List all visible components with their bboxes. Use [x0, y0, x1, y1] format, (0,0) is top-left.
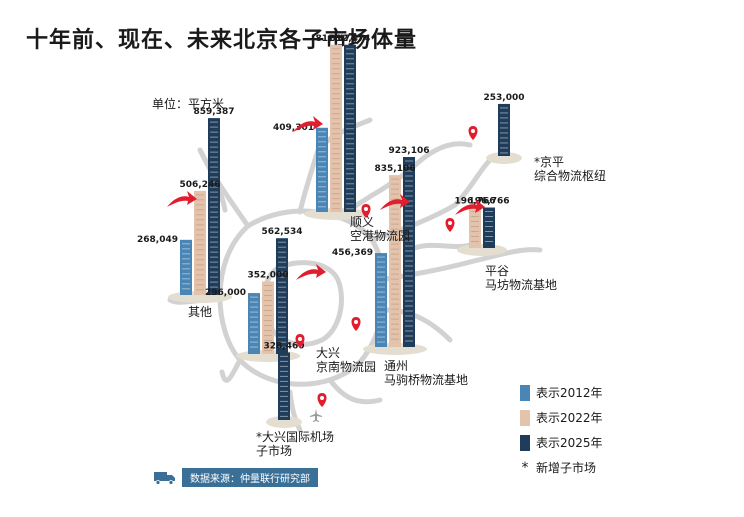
- legend-label-new: 新增子市场: [536, 461, 597, 475]
- cluster-shadow-pinggu: [457, 244, 507, 256]
- value-label-jingping-2025: 253,000: [484, 93, 525, 103]
- market-name-line: 其他: [188, 305, 212, 319]
- market-name-line: 通州: [384, 359, 408, 373]
- value-label-other-2012: 268,049: [137, 235, 178, 245]
- source-note: 数据来源：仲量联行研究部: [154, 468, 318, 487]
- legend-swatch-2025: [520, 434, 530, 451]
- cluster-shadow-jingping: [486, 152, 522, 164]
- market-name-shunyi: 顺义空港物流园: [350, 215, 410, 243]
- value-label-other-2025: 859,387: [194, 107, 235, 117]
- bar-pinggu-2022: [469, 207, 481, 248]
- location-pin-dot: [320, 396, 324, 400]
- value-label-tongzhou-2025: 923,106: [389, 146, 430, 156]
- bar-jingping-2025: [498, 103, 510, 156]
- market-name-jingping: *京平综合物流枢纽: [534, 155, 606, 183]
- bar-pinggu-2025: [483, 207, 495, 248]
- legend-item-2022: 表示2022年: [520, 405, 603, 430]
- location-pin-dot: [354, 320, 358, 324]
- bar-other-2025: [208, 118, 220, 295]
- market-name-line: 综合物流枢纽: [534, 168, 606, 183]
- market-name-line: 大兴: [316, 346, 340, 360]
- market-name-pinggu: 平谷马坊物流基地: [485, 264, 557, 292]
- value-label-pinggu-2022: 196,766: [455, 197, 496, 207]
- market-names: 顺义空港物流园*京平综合物流枢纽其他平谷马坊物流基地通州马驹桥物流基地大兴京南物…: [188, 155, 606, 458]
- legend-item-2025: 表示2025年: [520, 430, 603, 455]
- location-pin-dot: [448, 221, 452, 225]
- bar-daxing-2025: [276, 238, 288, 354]
- growth-arrow-daxing: [296, 264, 326, 280]
- market-name-line: 马驹桥物流基地: [384, 372, 468, 387]
- cluster-shadow-airport: [266, 416, 302, 428]
- market-name-line: 顺义: [350, 215, 374, 229]
- bar-marks: [180, 44, 510, 420]
- truck-icon: [154, 471, 175, 485]
- legend-swatch-2012: [520, 384, 530, 401]
- bar-tongzhou-2012: [375, 253, 387, 347]
- legend-label-2012: 表示2012年: [536, 386, 603, 400]
- legend-new-marker: *: [521, 459, 529, 476]
- road-south-1: [287, 389, 303, 433]
- growth-arrow-shunyi: [293, 116, 323, 132]
- bar-other-2022: [194, 190, 206, 295]
- market-name-line: 空港物流园: [350, 229, 410, 243]
- value-label-shunyi-2012: 409,301: [273, 123, 314, 133]
- legend-item-2012: 表示2012年: [520, 380, 603, 405]
- value-label-shunyi-2022: 812,474: [316, 34, 357, 44]
- market-name-daxing: 大兴京南物流园: [316, 346, 376, 374]
- location-pin-dot: [471, 129, 475, 133]
- road-south-2: [219, 357, 243, 383]
- location-pins: [295, 126, 478, 407]
- value-label-daxing-2025: 562,534: [262, 227, 303, 237]
- growth-arrow-other: [167, 191, 197, 207]
- legend-swatch-2022: [520, 409, 530, 426]
- growth-arrow-pinggu: [455, 199, 485, 215]
- market-name-tongzhou: 通州马驹桥物流基地: [384, 359, 468, 387]
- market-name-line: *京平: [534, 155, 564, 169]
- market-name-line: *大兴国际机场: [256, 430, 334, 444]
- bar-shunyi-2012: [316, 127, 328, 212]
- bar-airport-2025: [278, 352, 290, 420]
- value-label-pinggu-2025: 196,766: [469, 197, 510, 207]
- value-label-daxing-2012: 296,000: [205, 288, 246, 298]
- bar-daxing-2012: [248, 293, 260, 354]
- growth-arrow-tongzhou: [380, 194, 410, 210]
- legend-item-new: * 新增子市场: [520, 455, 603, 480]
- bar-tongzhou-2025: [403, 157, 415, 347]
- legend-label-2025: 表示2025年: [536, 436, 603, 450]
- market-name-other: 其他: [188, 305, 212, 319]
- value-label-tongzhou-2022: 835,106: [375, 164, 416, 174]
- source-text: 数据来源：仲量联行研究部: [182, 468, 318, 487]
- location-pin-dot: [364, 207, 368, 211]
- market-name-line: 平谷: [485, 264, 509, 278]
- location-pin-dot: [298, 337, 302, 341]
- road-southeast: [327, 377, 383, 405]
- unit-label: 单位：平方米: [152, 97, 225, 111]
- legend: 表示2012年 表示2022年 表示2025年 * 新增子市场: [520, 380, 603, 480]
- market-name-line: 子市场: [256, 443, 292, 458]
- value-label-daxing-2022: 352,000: [248, 271, 289, 281]
- value-label-shunyi-2025: 812,474: [330, 34, 371, 44]
- bar-other-2012: [180, 239, 192, 295]
- bar-shunyi-2025: [344, 44, 356, 213]
- value-label-other-2022: 506,246: [180, 180, 221, 190]
- market-name-airport: *大兴国际机场子市场: [256, 430, 334, 458]
- market-name-line: 马坊物流基地: [485, 277, 557, 292]
- legend-label-2022: 表示2022年: [536, 411, 603, 425]
- market-name-line: 京南物流园: [316, 359, 376, 374]
- airplane-icon: [310, 409, 322, 422]
- value-label-tongzhou-2012: 456,369: [332, 248, 373, 258]
- value-label-airport-2025: 328,460: [264, 341, 305, 351]
- growth-arrows: [167, 116, 485, 280]
